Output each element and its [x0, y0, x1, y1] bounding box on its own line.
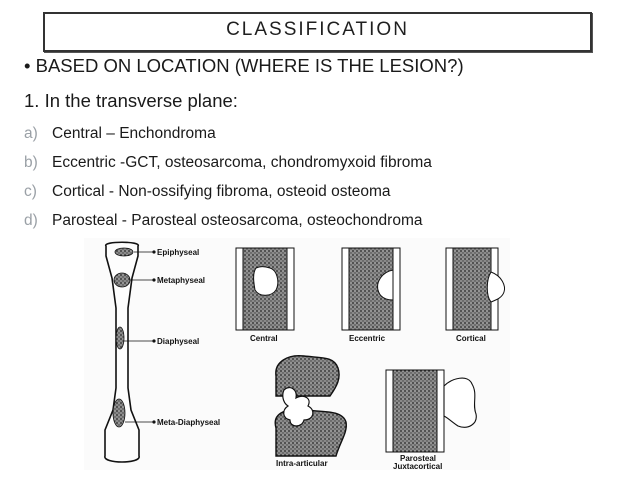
parosteal-panel [385, 369, 477, 453]
label-parosteal: Parosteal [400, 454, 436, 463]
epiphyseal-lesion [114, 247, 134, 257]
diagram-svg: Epiphyseal Metaphyseal Diaphyseal Meta-D… [104, 241, 505, 470]
bone-lesion-diagram: Epiphyseal Metaphyseal Diaphyseal Meta-D… [84, 238, 510, 470]
label-juxtacortical: Juxtacortical [393, 462, 442, 470]
list-item-letter: d) [24, 212, 38, 229]
central-panel [235, 247, 295, 331]
label-meta-diaphyseal: Meta-Diaphyseal [157, 418, 220, 427]
list-item-letter: a) [24, 125, 38, 142]
list-item-letter: b) [24, 154, 38, 171]
meta-diaphyseal-lesion [112, 398, 126, 428]
list-item: b) Eccentric -GCT, osteosarcoma, chondrom… [24, 154, 432, 172]
eccentric-panel [341, 247, 401, 331]
label-central: Central [250, 334, 278, 343]
list-item-text: Eccentric -GCT, osteosarcoma, chondromyx… [52, 154, 432, 171]
diaphyseal-lesion [115, 326, 125, 350]
label-intra-articular: Intra-articular [276, 459, 328, 468]
bullet-line: • BASED ON LOCATION (WHERE IS THE LESION… [24, 55, 464, 77]
bullet-marker: • [24, 55, 31, 76]
subheading: 1. In the transverse plane: [24, 90, 238, 111]
intra-articular-panel [274, 355, 348, 457]
list-item-text: Cortical - Non-ossifying fibroma, osteoi… [52, 183, 391, 200]
label-diaphyseal: Diaphyseal [157, 337, 199, 346]
long-bone [104, 241, 140, 463]
label-cortical: Cortical [456, 334, 486, 343]
label-epiphyseal: Epiphyseal [157, 248, 199, 257]
list-item: a) Central – Enchondroma [24, 125, 216, 143]
cortical-panel [445, 247, 505, 331]
bullet-text: BASED ON LOCATION (WHERE IS THE LESION?) [35, 55, 464, 76]
list-item-text: Central – Enchondroma [52, 125, 216, 142]
label-metaphyseal: Metaphyseal [157, 276, 205, 285]
list-item-letter: c) [24, 183, 37, 200]
list-item: c) Cortical - Non-ossifying fibroma, oste… [24, 183, 391, 201]
metaphyseal-lesion [113, 272, 131, 288]
slide-title: CLASSIFICATION [226, 19, 409, 40]
slide-title-box: CLASSIFICATION [43, 12, 592, 52]
list-item-text: Parosteal - Parosteal osteosarcoma, oste… [52, 212, 423, 229]
label-eccentric: Eccentric [349, 334, 386, 343]
list-item: d) Parosteal - Parosteal osteosarcoma, os… [24, 212, 422, 230]
